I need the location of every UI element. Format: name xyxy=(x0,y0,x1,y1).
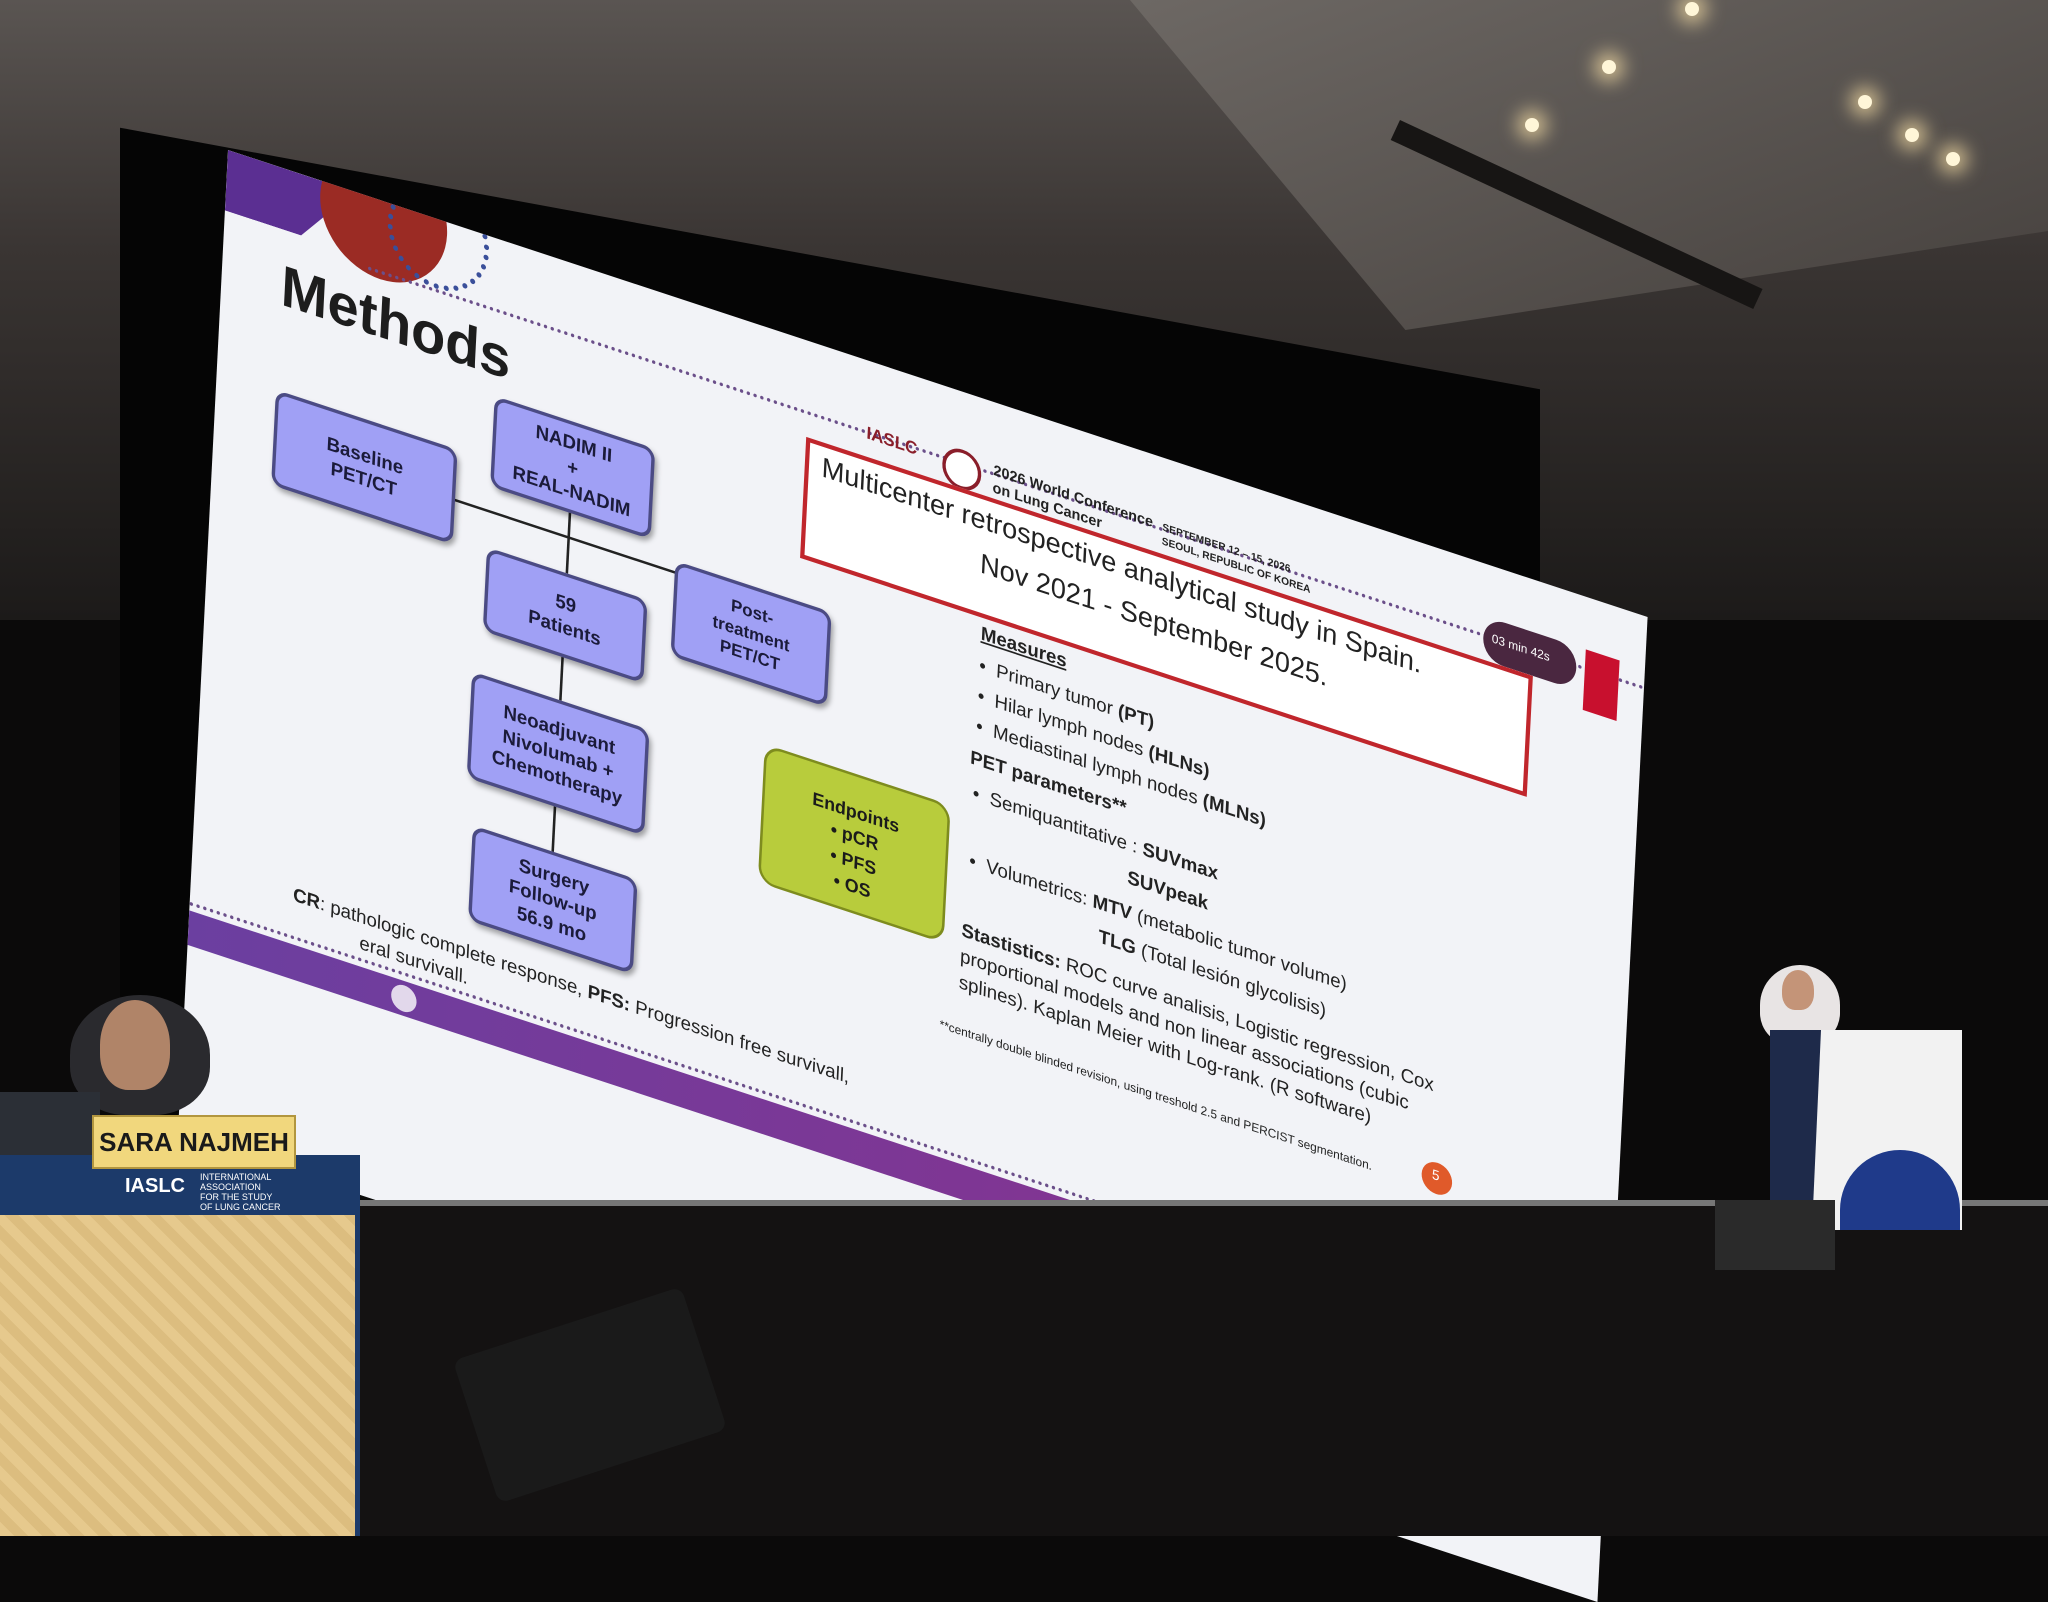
table-org-line: INTERNATIONAL xyxy=(200,1172,272,1182)
laptop xyxy=(0,1092,100,1162)
table-org-line: FOR THE STUDY xyxy=(200,1192,273,1202)
flow-box-post-treatment-petct: Post- treatment PET/CT xyxy=(670,560,832,708)
flow-box-baseline-petct: Baseline PET/CT xyxy=(271,389,458,545)
page-number: 5 xyxy=(1431,1167,1440,1185)
stage-edge xyxy=(300,1200,2048,1206)
flow-connector xyxy=(565,512,572,574)
table-org-line: ASSOCIATION xyxy=(200,1182,261,1192)
ceiling-light xyxy=(1525,118,1539,132)
panelist-face xyxy=(100,1000,170,1090)
flow-connector xyxy=(551,806,557,852)
slide-right-accent xyxy=(1582,649,1620,722)
flow-connector xyxy=(559,656,564,701)
table-iaslc-logo: IASLC xyxy=(125,1175,185,1197)
table-org-line: OF LUNG CANCER xyxy=(200,1202,281,1212)
ceiling-light xyxy=(1858,95,1872,109)
ceiling-light xyxy=(1685,2,1699,16)
flow-box-neoadjuvant: Neoadjuvant Nivolumab + Chemotherapy xyxy=(466,671,650,836)
stage-floor-speaker xyxy=(1715,1200,1835,1270)
speaker-nameplate: SARA NAJMEH xyxy=(92,1115,296,1169)
endpoints-box: Endpoints • pCR • PFS • OS xyxy=(757,743,951,944)
ceiling-light xyxy=(1905,128,1919,142)
ceiling-light xyxy=(1602,60,1616,74)
iaslc-logo-text: IASLC xyxy=(866,423,918,460)
presenter-face xyxy=(1782,970,1814,1010)
panel-table-front xyxy=(0,1215,355,1536)
ceiling-light xyxy=(1946,152,1960,166)
